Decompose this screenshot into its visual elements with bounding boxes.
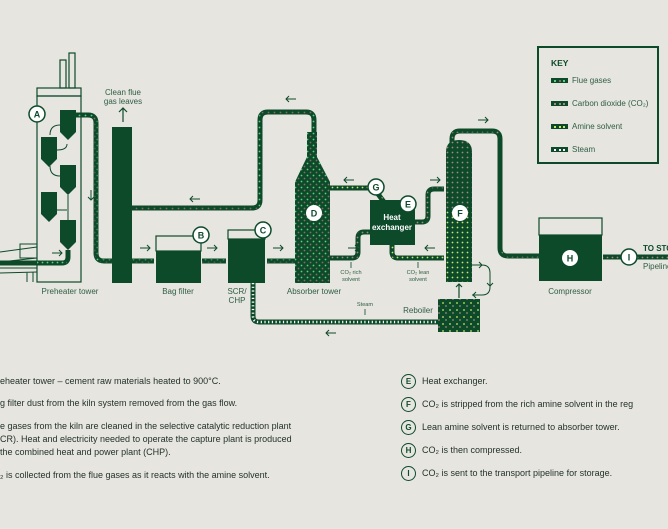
node-i-icon: I — [401, 466, 416, 481]
heat-exchanger-label-1: Heat — [383, 213, 401, 222]
bag-filter — [155, 235, 202, 283]
node-e: E — [399, 195, 417, 213]
node-f-icon: F — [401, 397, 416, 412]
steam-pipe — [250, 283, 439, 325]
flow-arrow-icon — [343, 116, 489, 252]
key-item-amine: Amine solvent — [551, 122, 622, 131]
svg-text:F: F — [457, 209, 463, 219]
node-h-icon: H — [401, 443, 416, 458]
preheater-label: Preheater tower — [42, 287, 99, 296]
node-i: I — [620, 248, 638, 266]
node-g: G — [367, 178, 385, 196]
svg-text:C: C — [260, 226, 267, 236]
svg-text:E: E — [405, 200, 411, 210]
scr-label-1: SCR/ — [227, 287, 247, 296]
arrow-left-icon — [189, 95, 296, 203]
legend-item-c-line3: the combined heat and power plant (CHP). — [0, 447, 171, 457]
node-e-icon: E — [401, 374, 416, 389]
flue-gas-pipes — [0, 109, 317, 266]
svg-text:D: D — [311, 209, 318, 219]
arrow-down-icon — [87, 190, 95, 201]
chimney-stack — [112, 127, 132, 283]
key-item-steam: Steam — [551, 145, 595, 154]
node-f: F — [452, 205, 468, 221]
arrow-up-icon — [118, 107, 128, 122]
key-title: KEY — [551, 58, 569, 68]
co2-rich-label-2: solvent — [342, 277, 360, 283]
reboiler-label: Reboiler — [403, 306, 433, 315]
co2-lean-label-1: CO₂ lean — [407, 270, 430, 276]
key-legend: KEY Flue gases Carbon dioxide (CO₂) Amin… — [537, 46, 659, 164]
svg-text:B: B — [198, 231, 205, 241]
legend-item-b: g filter dust from the kiln system remov… — [0, 398, 238, 408]
co2-lean-label-2: solvent — [409, 277, 427, 283]
arrow-up-icon — [455, 283, 463, 298]
compressor-label: Compressor — [548, 287, 592, 296]
svg-text:A: A — [34, 110, 41, 120]
heat-exchanger-label-2: exchanger — [372, 223, 412, 232]
legend-item-a: eheater tower – cement raw materials hea… — [0, 376, 221, 386]
preheater-tower — [0, 52, 82, 283]
svg-text:G: G — [372, 183, 379, 193]
svg-text:H: H — [567, 254, 574, 264]
to-storage-label: TO STO — [643, 244, 668, 253]
flue-gas-line-icon — [551, 78, 568, 83]
arrow-left-icon — [325, 329, 336, 337]
node-g-icon: G — [401, 420, 416, 435]
compressor — [538, 217, 603, 281]
amine-line-icon — [551, 124, 568, 129]
co2-rich-label-1: CO₂ rich — [340, 270, 361, 276]
bag-filter-label: Bag filter — [162, 287, 194, 296]
clean-flue-label-2: gas leaves — [104, 97, 142, 106]
svg-text:I: I — [628, 253, 631, 263]
node-a: A — [28, 105, 46, 123]
legend-item-d: ₂ is collected from the flue gases as it… — [0, 470, 270, 480]
node-h: H — [562, 250, 578, 266]
arrow-right-icon — [140, 244, 284, 252]
arrow-right-icon — [52, 249, 63, 257]
key-item-flue-gases: Flue gases — [551, 76, 611, 85]
legend-item-c-line1: e gases from the kiln are cleaned in the… — [0, 421, 292, 431]
node-markers: A B C D E F G H I — [28, 105, 638, 266]
clean-flue-label-1: Clean flue — [105, 88, 142, 97]
pipeline-label: Pipeline — [643, 262, 668, 271]
node-b: B — [192, 226, 210, 244]
legend-item-c-line2: CR). Heat and electricity needed to oper… — [0, 434, 292, 444]
steam-label: Steam — [357, 302, 374, 308]
key-item-co2: Carbon dioxide (CO₂) — [551, 99, 648, 108]
node-d: D — [306, 205, 322, 221]
co2-line-icon — [551, 101, 568, 106]
node-c: C — [254, 221, 272, 239]
absorber-label: Absorber tower — [287, 287, 342, 296]
scr-label-2: CHP — [229, 296, 246, 305]
steam-line-icon — [551, 147, 568, 152]
